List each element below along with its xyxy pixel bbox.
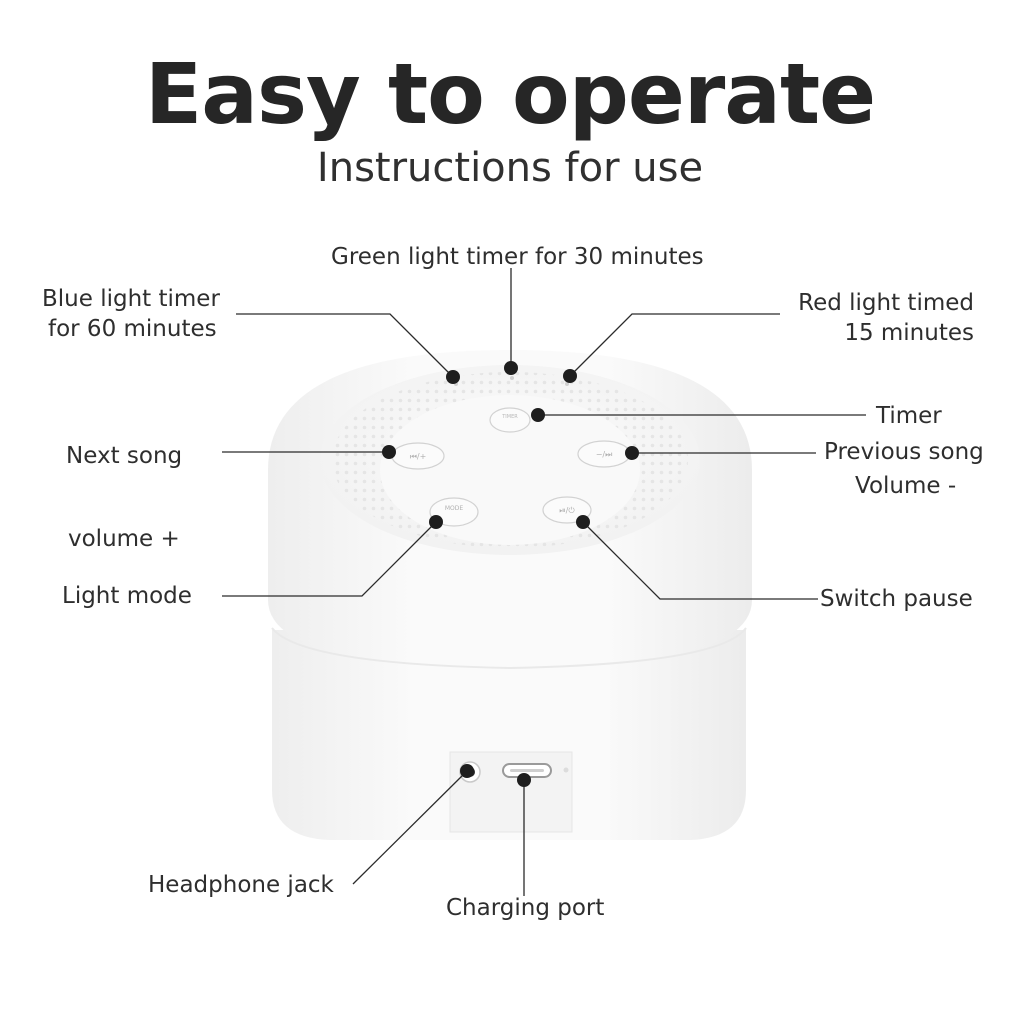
label-headphone-jack: Headphone jack <box>148 872 334 898</box>
dot-timer <box>531 408 545 422</box>
green-light-indicator <box>510 376 514 380</box>
leader-lines <box>222 268 866 896</box>
label-light-mode: Light mode <box>62 583 192 609</box>
label-volume-plus: volume + <box>68 526 180 552</box>
dot-headphone-jack <box>460 764 474 778</box>
label-green-light: Green light timer for 30 minutes <box>331 244 704 270</box>
dot-switch-pause <box>576 515 590 529</box>
label-previous-song: Previous song <box>824 439 984 465</box>
label-switch-pause: Switch pause <box>820 586 973 612</box>
label-next-song: Next song <box>66 443 183 469</box>
leader-blue-light <box>236 313 454 378</box>
label-charging-port: Charging port <box>446 895 605 921</box>
leader-light-mode <box>222 521 437 597</box>
svg-text:⏯/⏻: ⏯/⏻ <box>559 506 575 515</box>
speaker-grill <box>320 365 700 555</box>
indicator-lights <box>454 376 569 386</box>
next-song-button[interactable]: ⏮/+ <box>391 442 445 470</box>
red-light-indicator <box>565 382 569 386</box>
dot-blue-light <box>446 370 460 384</box>
leader-red-light <box>569 313 780 377</box>
svg-text:MODE: MODE <box>445 505 464 512</box>
label-timer: Timer <box>876 403 942 429</box>
timer-button[interactable]: TIMER <box>489 407 531 433</box>
label-blue-light-line2: for 60 minutes <box>48 316 217 342</box>
label-red-light-line2: 15 minutes <box>844 320 974 346</box>
svg-text:TIMER: TIMER <box>501 414 518 420</box>
dot-next-song <box>382 445 396 459</box>
dot-charging-port <box>517 773 531 787</box>
label-red-light-line1: Red light timed <box>798 290 974 316</box>
svg-text:⏮/+: ⏮/+ <box>410 452 427 461</box>
dot-red-light <box>563 369 577 383</box>
dot-previous-song <box>625 446 639 460</box>
leader-dots <box>382 361 639 787</box>
page-title: Easy to operate <box>144 45 876 143</box>
dot-green-light <box>504 361 518 375</box>
svg-text:−/⏭: −/⏭ <box>596 450 613 459</box>
leader-headphone-jack <box>352 770 468 885</box>
previous-song-button[interactable]: −/⏭ <box>577 440 631 468</box>
page-subtitle: Instructions for use <box>316 145 704 191</box>
leader-switch-pause <box>582 521 818 600</box>
label-blue-light-line1: Blue light timer <box>42 286 220 312</box>
label-volume-minus: Volume - <box>855 473 957 499</box>
dot-light-mode <box>429 515 443 529</box>
